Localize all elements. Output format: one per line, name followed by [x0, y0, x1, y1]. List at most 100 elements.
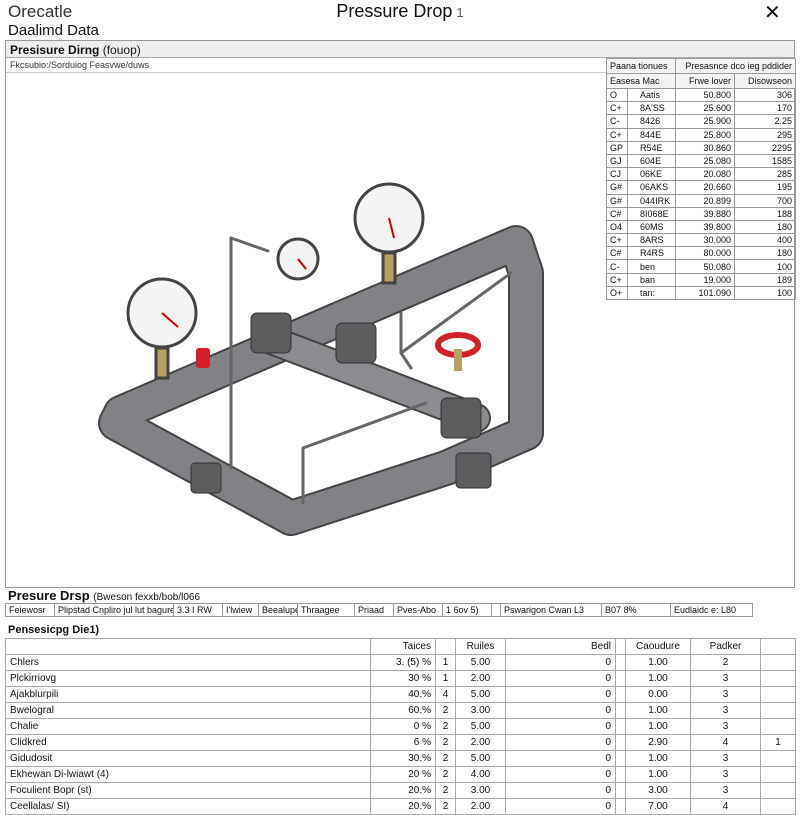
parameter-field[interactable]: Beealupe: [258, 603, 298, 617]
rt-value: 20.080: [675, 167, 735, 182]
table-cell: Ekhewan Di-lwiawt (4): [5, 766, 371, 783]
table-cell: 1.00: [625, 750, 691, 767]
bottom-subtitle: Pensesicpg Die1): [8, 624, 100, 636]
parameter-field[interactable]: Pswarigon Cwan L3: [500, 603, 602, 617]
table-cell: [615, 750, 626, 767]
rt-value: 25.800: [675, 127, 735, 142]
table-cell: 3: [690, 750, 761, 767]
table-cell: 2: [435, 782, 456, 799]
close-icon[interactable]: ✕: [764, 2, 781, 24]
rt-code: G#: [605, 180, 629, 195]
parameter-field[interactable]: B07 8%: [601, 603, 671, 617]
rt-header: Easesa Mac: [605, 73, 677, 89]
panel-subheader: Fkcsubio:/Sorduiog Feasvwe/duws: [6, 58, 794, 73]
rt-code: O: [605, 87, 629, 103]
pressure-gauge: [126, 277, 198, 380]
parameter-field[interactable]: Plipstad Cnpliro jul lut bagure: [54, 603, 174, 617]
table-cell: 20 %: [370, 766, 436, 783]
parameter-field[interactable]: Thraagee: [297, 603, 355, 617]
table-cell: [760, 750, 796, 767]
valve-body: [335, 322, 377, 364]
table-cell: 1: [760, 734, 796, 751]
rt-value: 20.899: [675, 193, 735, 208]
table-cell: [615, 782, 626, 799]
table-cell: 0: [505, 718, 616, 735]
rt-code: O4: [605, 219, 629, 235]
rt-name: 8ARS: [627, 233, 677, 248]
parameter-field[interactable]: Eudlaidc e: L80: [670, 603, 753, 617]
rt-name: Aatis: [627, 87, 677, 103]
panel-header-text: Presisure Dirng: [10, 43, 100, 57]
table-cell: 5.00: [455, 686, 506, 703]
rt-name: ben: [627, 259, 677, 274]
table-cell: 2: [435, 798, 456, 815]
table-cell: 3.00: [455, 702, 506, 719]
table-cell: 0: [505, 782, 616, 799]
parameter-field[interactable]: Priaad: [354, 603, 394, 617]
rt-drop: 195: [734, 180, 796, 195]
table-cell: Bedl: [505, 638, 616, 655]
rt-name: tan:: [627, 285, 677, 301]
rt-drop: 170: [734, 101, 796, 116]
pressure-gauge: [276, 237, 320, 281]
table-cell: 1.00: [625, 766, 691, 783]
rt-drop: 2.25: [734, 114, 796, 129]
rt-name: 604E: [627, 153, 677, 169]
parameter-field[interactable]: I'lwiew: [222, 603, 259, 617]
rt-code: O+: [605, 285, 629, 301]
rt-value: 25.080: [675, 153, 735, 169]
table-cell: [615, 734, 626, 751]
relief-cap: [196, 348, 210, 368]
rt-value: 50.800: [675, 87, 735, 103]
rt-value: 30.860: [675, 140, 735, 155]
table-cell: Ajakblurpili: [5, 686, 371, 703]
table-cell: 2.00: [455, 734, 506, 751]
rt-name: R54E: [627, 140, 677, 155]
table-cell: Taices: [370, 638, 436, 655]
table-cell: [615, 718, 626, 735]
table-cell: Bwelogral: [5, 702, 371, 719]
parameter-field[interactable]: Pves-Abo: [393, 603, 443, 617]
table-cell: [615, 798, 626, 815]
table-cell: 3.00: [455, 782, 506, 799]
table-cell: 2: [435, 750, 456, 767]
bottom-title-text: Presure Drsp: [8, 588, 90, 603]
window-title-suffix: 1: [456, 5, 464, 20]
rt-code: C+: [605, 101, 629, 116]
rt-name: 8I068E: [627, 206, 677, 221]
sensing-line: [229, 236, 513, 505]
parameter-field[interactable]: 1 6ov 5): [442, 603, 492, 617]
rt-drop: 1585: [734, 153, 796, 169]
rt-name: 06AKS: [627, 180, 677, 195]
parameter-field[interactable]: Feiewosr: [5, 603, 55, 617]
parameter-field[interactable]: 3.3 I RW: [173, 603, 223, 617]
